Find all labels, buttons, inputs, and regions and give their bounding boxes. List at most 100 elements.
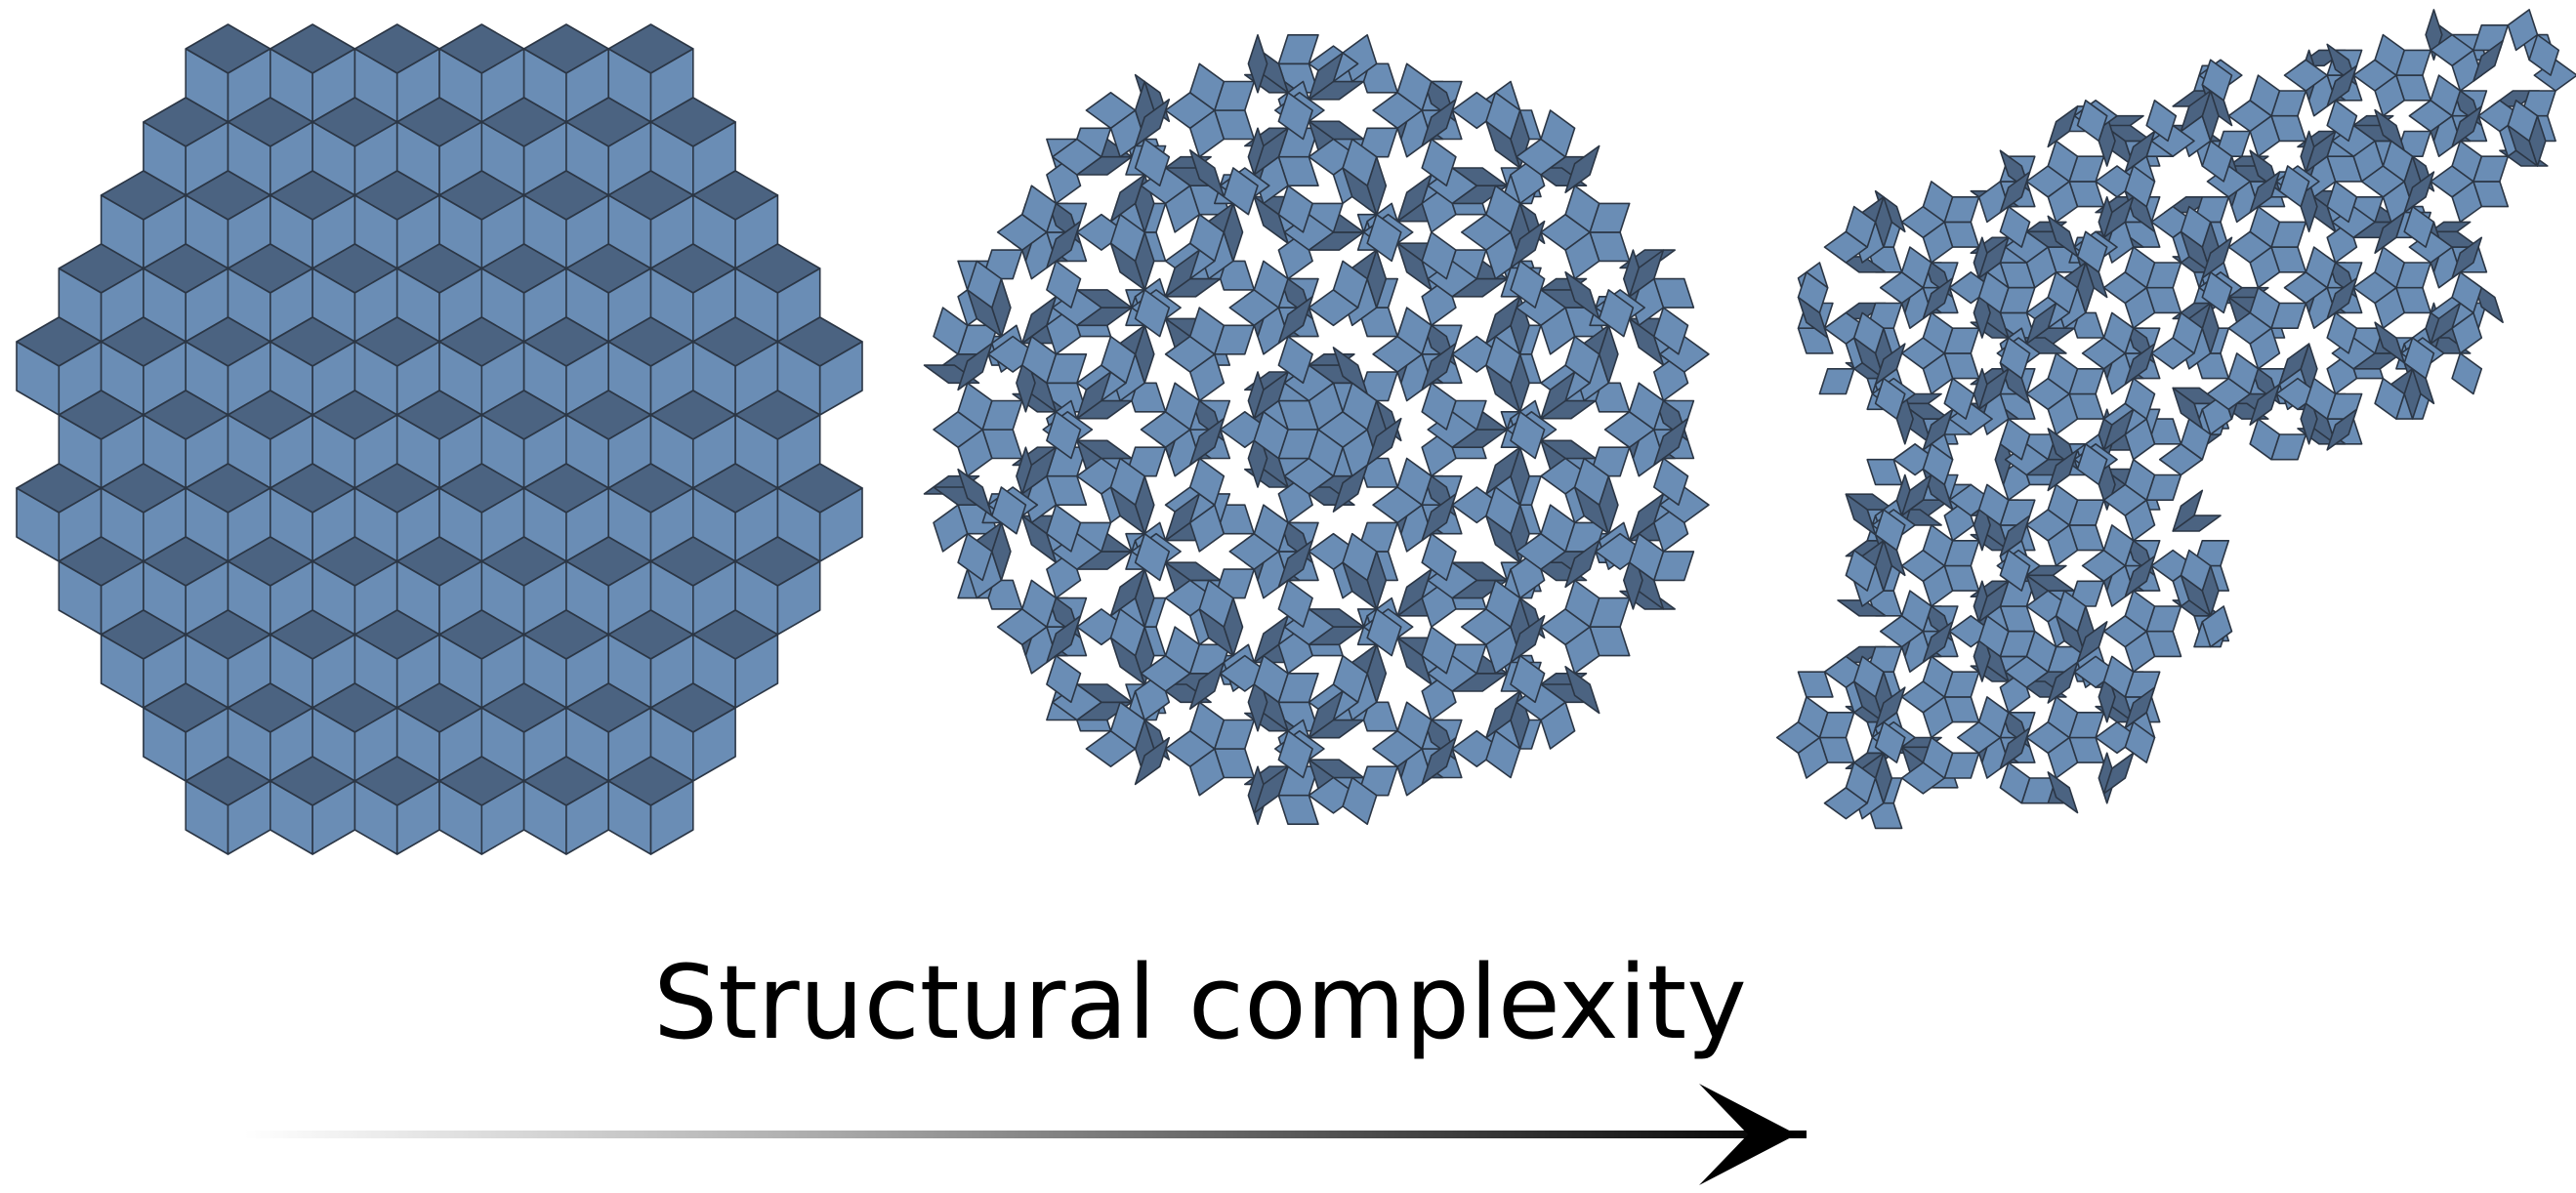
thin-rhombus — [1046, 220, 1082, 269]
thin-rhombus — [2076, 621, 2108, 664]
thick-rhombus — [2249, 74, 2281, 117]
thin-rhombus — [1021, 514, 1058, 564]
thick-rhombus — [2150, 205, 2195, 239]
thick-rhombus — [1223, 167, 1259, 216]
thin-rhombus — [1485, 446, 1521, 495]
thick-rhombus — [1628, 382, 1665, 431]
thick-rhombus — [1421, 382, 1457, 431]
thick-rhombus — [1046, 504, 1082, 553]
thin-rhombus — [1366, 417, 1402, 467]
thick-rhombus — [1396, 457, 1433, 507]
thick-rhombus — [1797, 270, 1829, 314]
thick-rhombus — [1188, 307, 1226, 355]
thick-rhombus — [1948, 483, 1993, 516]
thin-rhombus — [1308, 52, 1344, 101]
thick-rhombus — [2305, 377, 2337, 420]
thick-rhombus — [2124, 590, 2156, 633]
thick-rhombus — [1540, 504, 1576, 553]
thick-rhombus — [2326, 100, 2358, 143]
thick-rhombus — [1253, 504, 1289, 553]
thick-rhombus — [1845, 761, 1877, 804]
thick-rhombus — [1253, 410, 1289, 460]
thin-rhombus — [1396, 637, 1433, 685]
thin-rhombus — [1109, 174, 1145, 223]
thin-rhombus — [1164, 493, 1201, 542]
thick-rhombus — [957, 532, 993, 582]
thick-rhombus — [1922, 524, 1954, 567]
cube-right-rhombus — [818, 341, 863, 416]
thick-rhombus — [1283, 213, 1335, 251]
thick-rhombus — [1134, 138, 1171, 186]
thick-rhombus — [1845, 549, 1877, 592]
thick-rhombus — [1922, 442, 1954, 486]
thin-rhombus — [1253, 614, 1289, 664]
complexity-caption: Structural complexity — [653, 943, 1747, 1062]
thin-rhombus — [1999, 514, 2031, 557]
thin-rhombus — [1021, 446, 1058, 495]
thick-rhombus — [1999, 205, 2031, 248]
thick-rhombus — [1797, 696, 1829, 739]
thick-rhombus — [1922, 311, 1954, 354]
thick-rhombus — [1943, 377, 1975, 420]
thin-rhombus — [2374, 108, 2406, 151]
thick-rhombus — [1999, 418, 2031, 461]
thin-rhombus — [2102, 196, 2135, 239]
thin-rhombus — [1253, 765, 1289, 814]
thin-rhombus — [2180, 90, 2212, 133]
thick-rhombus — [2124, 165, 2156, 208]
thick-rhombus — [1564, 335, 1600, 385]
thin-rhombus — [1332, 347, 1369, 395]
thick-rhombus — [1999, 761, 2031, 804]
thick-rhombus — [2047, 696, 2079, 739]
periodic-rhombus-tiling — [16, 23, 863, 855]
thick-rhombus — [1823, 311, 1868, 345]
thick-rhombus — [1977, 614, 2010, 658]
thin-rhombus — [1628, 493, 1665, 542]
thin-rhombus — [1421, 99, 1457, 147]
thin-rhombus — [2430, 302, 2462, 345]
thin-rhombus — [1253, 195, 1289, 244]
thick-rhombus — [2430, 33, 2474, 67]
thin-rhombus — [1188, 149, 1226, 198]
thick-rhombus — [1564, 579, 1600, 628]
thick-rhombus — [2004, 442, 2050, 476]
thick-rhombus — [2201, 270, 2233, 314]
thick-rhombus — [1046, 410, 1082, 460]
thin-rhombus — [2102, 408, 2135, 451]
thick-rhombus — [1188, 701, 1226, 750]
thick-rhombus — [933, 504, 969, 553]
thick-rhombus — [1052, 532, 1102, 570]
thin-rhombus — [1922, 277, 1954, 320]
thick-rhombus — [2382, 140, 2414, 183]
thick-rhombus — [2451, 140, 2483, 183]
thick-rhombus — [1564, 185, 1600, 233]
thin-rhombus — [1922, 621, 1954, 664]
thick-rhombus — [2374, 33, 2406, 76]
thick-rhombus — [1845, 205, 1877, 248]
thin-rhombus — [1253, 371, 1289, 420]
thick-rhombus — [957, 382, 993, 431]
thick-rhombus — [2472, 24, 2510, 52]
thick-rhombus — [1421, 532, 1457, 582]
thick-rhombus — [2249, 205, 2281, 248]
thick-rhombus — [2124, 458, 2156, 502]
thick-rhombus — [1308, 776, 1359, 814]
thick-rhombus — [1485, 579, 1521, 628]
thin-rhombus — [1510, 220, 1546, 269]
thick-rhombus — [1823, 655, 1868, 688]
thick-rhombus — [2451, 270, 2483, 314]
thick-rhombus — [2047, 140, 2079, 183]
thick-rhombus — [1510, 654, 1546, 704]
disordered-rhombus-tiling — [1775, 9, 2576, 830]
complexity-arrow — [244, 1084, 1807, 1185]
thick-rhombus — [2227, 352, 2260, 395]
thick-rhombus — [1874, 509, 1906, 552]
thick-rhombus — [2025, 630, 2057, 674]
thick-rhombus — [1797, 327, 1834, 354]
thick-rhombus — [1818, 367, 1855, 395]
thin-rhombus — [1253, 127, 1289, 176]
thick-rhombus — [1052, 683, 1102, 721]
thin-rhombus — [1308, 690, 1344, 739]
thin-rhombus — [1188, 417, 1226, 467]
thick-rhombus — [2533, 59, 2576, 92]
